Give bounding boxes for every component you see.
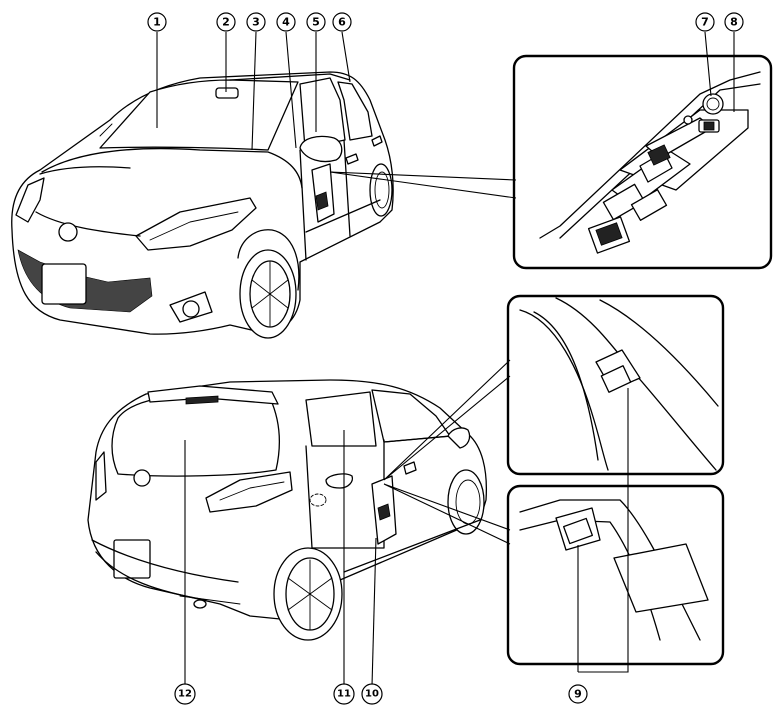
leader-rear-to-bottom-panel (383, 483, 511, 545)
svg-text:7: 7 (701, 16, 709, 29)
callout-11: 11 (333, 683, 355, 705)
callout-10: 10 (361, 683, 383, 705)
leader-rear-to-mid-panel (383, 359, 511, 481)
svg-text:8: 8 (730, 16, 738, 29)
svg-text:12: 12 (178, 689, 192, 700)
svg-text:6: 6 (338, 16, 346, 29)
callout-7: 7 (695, 12, 715, 32)
svg-text:10: 10 (365, 689, 379, 700)
callout-5: 5 (306, 12, 326, 32)
svg-text:9: 9 (574, 688, 582, 701)
callout-6: 6 (332, 12, 352, 32)
callout-8: 8 (724, 12, 744, 32)
callout-2: 2 (216, 12, 236, 32)
front-car-illustration (11, 71, 394, 339)
svg-text:11: 11 (337, 689, 351, 700)
inset-panel-front-passenger-switch (506, 484, 725, 666)
inset-panel-rear-door-switch (506, 294, 725, 476)
callout-3: 3 (246, 12, 266, 32)
inset-panel-master-switch (512, 54, 773, 270)
svg-text:4: 4 (282, 16, 290, 29)
callout-leaders (156, 31, 735, 687)
svg-text:5: 5 (312, 16, 320, 29)
svg-text:3: 3 (252, 16, 260, 29)
svg-text:1: 1 (153, 16, 161, 29)
rear-car-illustration (87, 379, 488, 641)
callout-1: 1 (147, 12, 167, 32)
svg-text:2: 2 (222, 16, 230, 29)
callout-4: 4 (276, 12, 296, 32)
callout-9: 9 (568, 684, 588, 704)
callout-12: 12 (174, 683, 196, 705)
leader-front-to-panel (329, 171, 517, 199)
